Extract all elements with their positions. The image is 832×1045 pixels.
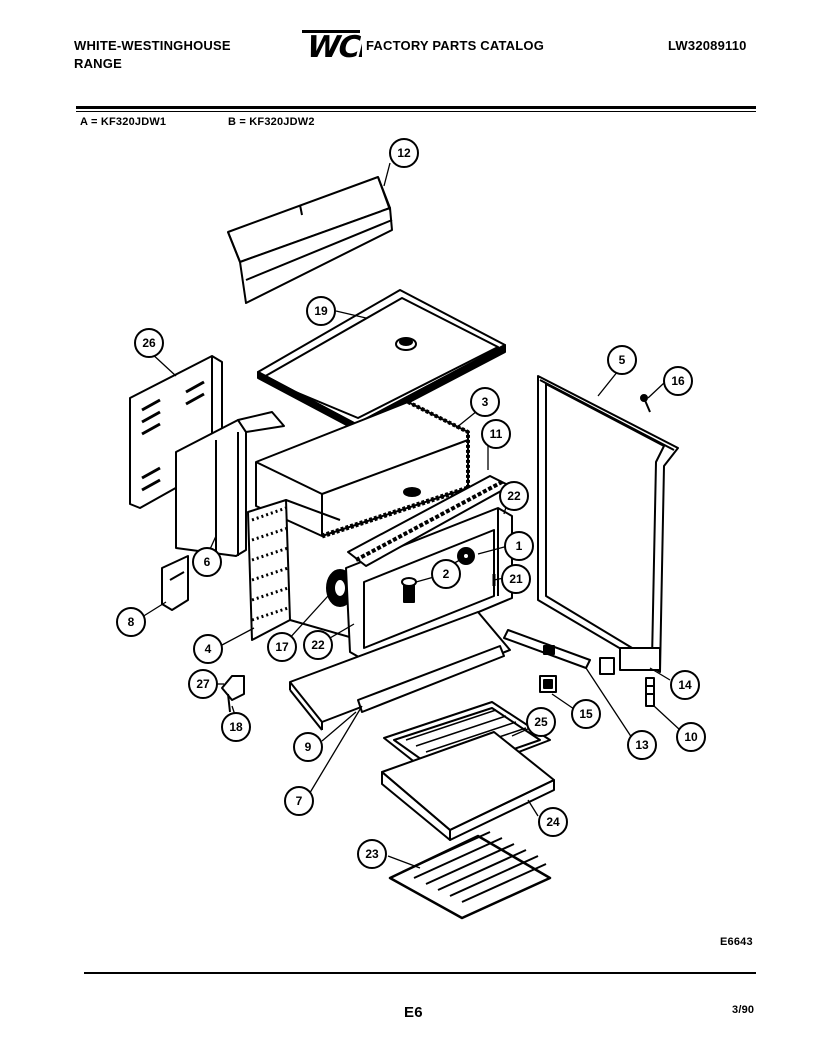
- callout-circle: [627, 730, 657, 760]
- model-a: A = KF320JDW1: [80, 116, 167, 128]
- callout-7: 7: [296, 794, 303, 808]
- part-12-vent-trim: [227, 176, 393, 304]
- page-label: E6: [404, 1004, 423, 1021]
- callout-circle: [663, 366, 693, 396]
- callout-11: 11: [490, 427, 503, 441]
- callout-circle: [306, 296, 336, 326]
- callout-circle: [470, 387, 500, 417]
- part-15-clip: [539, 675, 557, 693]
- part-24-broiler-pan: [381, 731, 555, 841]
- callout-circle: [267, 632, 297, 662]
- callout-23: 23: [365, 847, 379, 861]
- callout-1: 1: [516, 539, 523, 553]
- callout-14: 14: [678, 678, 692, 692]
- callout-circle: [188, 669, 218, 699]
- part-27-18-bracket: [221, 675, 245, 713]
- part-4-insulation-body: [247, 499, 361, 641]
- callout-circle: [284, 786, 314, 816]
- callout-19: 19: [314, 304, 328, 318]
- revision-date: 3/90: [732, 1004, 755, 1016]
- callout-circle: [192, 547, 222, 577]
- callout-circle: [571, 699, 601, 729]
- part-9-bottom-panel: [289, 611, 511, 731]
- callout-circle: [538, 807, 568, 837]
- callout-circle: [526, 707, 556, 737]
- callout-circle: [431, 559, 461, 589]
- part-5-panel-frame: [537, 375, 679, 675]
- callout-circle: [607, 345, 637, 375]
- doc-number: LW32089110: [668, 38, 747, 53]
- callout-13: 13: [635, 738, 649, 752]
- callout-circle: [193, 634, 223, 664]
- part-8-bracket: [161, 555, 189, 611]
- callout-15: 15: [579, 707, 593, 721]
- catalog-title: FACTORY PARTS CATALOG: [366, 38, 545, 53]
- callout-circle: [501, 564, 531, 594]
- callout-18: 18: [229, 720, 243, 734]
- callout-24: 24: [546, 815, 560, 829]
- manufacturer-line1: WHITE-WESTINGHOUSE: [74, 38, 231, 53]
- callout-22-upper: 22: [507, 489, 521, 503]
- callout-10: 10: [684, 730, 698, 744]
- callout-26: 26: [142, 336, 156, 350]
- callout-8: 8: [128, 615, 135, 629]
- callout-12: 12: [397, 146, 411, 160]
- callout-16: 16: [671, 374, 685, 388]
- callout-6: 6: [204, 555, 211, 569]
- callout-circle: [303, 630, 333, 660]
- part-3-oven-liner: [255, 400, 470, 539]
- callout-circle: [389, 138, 419, 168]
- part-23-oven-rack: [388, 831, 552, 920]
- callout-circle: [670, 670, 700, 700]
- callout-circle: [481, 419, 511, 449]
- callout-9: 9: [305, 740, 312, 754]
- callout-4: 4: [205, 642, 212, 656]
- callout-circle: [221, 712, 251, 742]
- part-10-leveling-leg: [645, 677, 655, 707]
- svg-text:WCI: WCI: [303, 30, 362, 62]
- part-6-side-wrapper: [175, 411, 285, 557]
- callout-27: 27: [196, 677, 210, 691]
- header-rule-thick: [76, 106, 756, 109]
- callout-25: 25: [534, 715, 548, 729]
- header-rule-thin: [76, 111, 756, 112]
- drawing-code: E6643: [720, 936, 753, 948]
- callout-22-lower: 22: [311, 638, 325, 652]
- part-16-screw: [640, 394, 651, 413]
- footer-rule: [84, 972, 756, 974]
- callout-circle: [293, 732, 323, 762]
- callout-21: 21: [509, 572, 523, 586]
- callout-circle: [357, 839, 387, 869]
- callout-circle: [134, 328, 164, 358]
- manufacturer-line2: RANGE: [74, 56, 122, 71]
- callout-circle: [499, 481, 529, 511]
- wci-logo: WCI: [302, 30, 362, 62]
- part-19-top-frame: [257, 289, 506, 431]
- callout-circle: [116, 607, 146, 637]
- model-b: B = KF320JDW2: [228, 116, 315, 128]
- part-13-slide-rail: [503, 629, 591, 669]
- callout-17: 17: [275, 640, 289, 654]
- callout-circle: [676, 722, 706, 752]
- callout-3: 3: [482, 395, 489, 409]
- callout-2: 2: [443, 567, 450, 581]
- callout-5: 5: [619, 353, 626, 367]
- callout-circle: [504, 531, 534, 561]
- part-oven-front-frame: [345, 507, 513, 661]
